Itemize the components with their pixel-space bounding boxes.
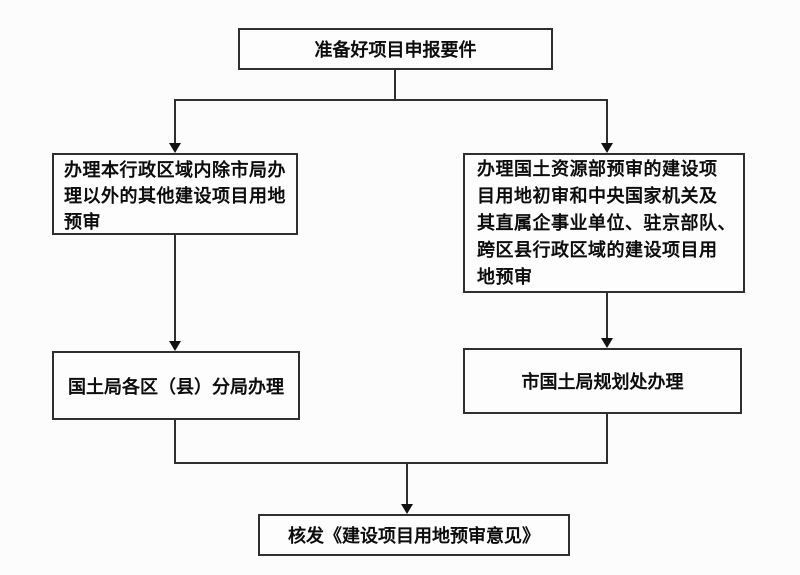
arrow-down-icon bbox=[401, 504, 413, 514]
flow-node-left-branch-line: 理以外的其他建设项目用地 bbox=[64, 186, 286, 206]
flow-node-right-branch-line: 办理国土资源部预审的建设项 bbox=[477, 159, 718, 179]
flow-node-result-label: 核发《建设项目用地预审意见》 bbox=[288, 526, 540, 546]
arrow-down-icon bbox=[169, 341, 181, 351]
flow-node-left-branch-line: 预审 bbox=[64, 212, 101, 232]
arrow-down-icon bbox=[601, 143, 613, 153]
connector-right-branch-to-right-office bbox=[606, 293, 608, 339]
flow-node-left-office: 国土局各区（县）分局办理 bbox=[52, 351, 300, 420]
flow-node-right-office-label: 市国土局规划处办理 bbox=[521, 372, 684, 392]
flow-node-start: 准备好项目申报要件 bbox=[238, 28, 553, 70]
flow-node-right-branch-line: 地预审 bbox=[477, 267, 533, 287]
arrow-down-icon bbox=[169, 143, 181, 153]
connector-to-result bbox=[406, 462, 408, 505]
connector-to-right-branch bbox=[606, 99, 608, 144]
connector-right-office-down bbox=[606, 414, 608, 464]
connector-split-bar bbox=[174, 99, 608, 101]
flow-node-left-branch-line: 办理本行政区域内除市局办 bbox=[64, 160, 286, 180]
flow-node-right-branch-line: 其直属企事业单位、驻京部队、 bbox=[477, 213, 736, 233]
connector-merge-bar bbox=[174, 462, 608, 464]
connector-left-branch-to-left-office bbox=[174, 235, 176, 342]
flow-node-right-branch: 办理国土资源部预审的建设项 目用地初审和中央国家机关及 其直属企事业单位、驻京部… bbox=[463, 153, 745, 293]
connector-to-left-branch bbox=[174, 99, 176, 144]
flow-node-left-office-label: 国土局各区（县）分局办理 bbox=[68, 376, 284, 397]
connector-start-stem bbox=[394, 70, 396, 101]
flow-node-result: 核发《建设项目用地预审意见》 bbox=[258, 514, 570, 556]
flow-node-left-branch: 办理本行政区域内除市局办 理以外的其他建设项目用地 预审 bbox=[52, 153, 298, 235]
arrow-down-icon bbox=[601, 338, 613, 348]
flow-node-right-office: 市国土局规划处办理 bbox=[463, 348, 742, 414]
connector-left-office-down bbox=[174, 420, 176, 464]
flow-node-right-branch-line: 跨区县行政区域的建设项目用 bbox=[477, 240, 718, 260]
flow-node-start-label: 准备好项目申报要件 bbox=[314, 40, 477, 60]
flow-node-right-branch-line: 目用地初审和中央国家机关及 bbox=[477, 186, 718, 206]
